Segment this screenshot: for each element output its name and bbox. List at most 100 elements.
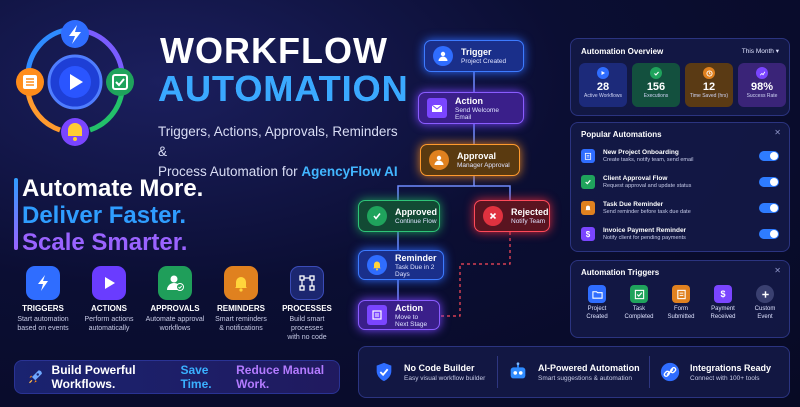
node-title: Action (455, 95, 483, 106)
plus-icon (756, 285, 774, 303)
toggle-task-due[interactable] (759, 203, 779, 213)
period-value: This Month (741, 48, 774, 55)
check-icon (650, 67, 662, 79)
check-square-icon (581, 175, 595, 189)
close-icon[interactable]: ✕ (774, 128, 781, 137)
popular-automations-panel: Popular Automations ✕ New Project Onboar… (570, 122, 790, 252)
category-desc-line1: Automate approval (145, 316, 205, 323)
category-desc-line2: with no code (287, 334, 327, 341)
brand-name: AgencyFlow AI (301, 164, 398, 179)
trigger-label-line2: Created (586, 313, 608, 320)
stat-label: Time Saved (hrs) (689, 93, 729, 99)
user-icon (429, 150, 449, 170)
category-desc-line1: Perform actions (84, 316, 134, 323)
category-title: PROCESSES (282, 304, 332, 313)
stat-success-rate: 98% Success Rate (738, 63, 786, 107)
automation-title: Task Due Reminder (603, 201, 664, 208)
subtitle-line1: Triggers, Actions, Approvals, Reminders … (158, 124, 398, 159)
category-desc-line2: automatically (88, 325, 130, 332)
node-title: Trigger (461, 47, 492, 57)
hero-automation-illustration (10, 12, 140, 152)
stat-time-saved: 12 Time Saved (hrs) (685, 63, 733, 107)
category-desc-line1: Smart reminders (215, 316, 267, 323)
triggers-title: Automation Triggers (581, 268, 660, 277)
link-icon (658, 360, 682, 384)
stat-value: 98% (750, 81, 774, 93)
period-select[interactable]: This Month ▾ (742, 47, 779, 55)
robot-icon (506, 360, 530, 384)
stat-label: Active Workflows (584, 93, 622, 99)
check-icon (367, 206, 387, 226)
trigger-label-line1: Custom (754, 306, 776, 312)
automation-desc: Send reminder before task due date (603, 209, 691, 215)
stat-label: Success Rate (746, 93, 778, 99)
category-processes: PROCESSES Build smart processes with no c… (274, 266, 340, 346)
stage-icon (367, 305, 387, 325)
node-subtitle: Manager Approval (457, 162, 510, 169)
trigger-label-line1: Form (674, 306, 688, 312)
tagline-2: Deliver Faster. (22, 202, 187, 229)
category-desc: Perform actions automatically (76, 315, 142, 333)
category-desc: Automate approval workflows (142, 315, 208, 333)
subtitle-line2: Process Automation for AgencyFlow AI (158, 162, 398, 182)
toggle-client-approval[interactable] (759, 177, 779, 187)
overview-panel: Automation Overview This Month ▾ 28 Acti… (570, 38, 790, 116)
node-subtitle: Move to Next Stage (395, 313, 428, 328)
node-title: Action (395, 302, 423, 313)
node-subtitle: Continue Flow (395, 218, 437, 225)
node-subtitle: Task Due in 2 Days (395, 263, 435, 278)
stat-active-workflows: 28 Active Workflows (579, 63, 627, 107)
clipboard-icon (581, 149, 595, 163)
close-icon[interactable]: ✕ (774, 266, 781, 275)
category-desc: Smart reminders & notifications (208, 315, 274, 333)
bell-icon (224, 266, 258, 300)
process-icon (290, 266, 324, 300)
automation-title: Invoice Payment Reminder (603, 227, 687, 234)
category-desc: Build smart processes with no code (274, 315, 340, 342)
node-title: Reminder (395, 252, 437, 263)
popular-title: Popular Automations (581, 130, 662, 139)
page-title-line1: WORKFLOW (160, 30, 388, 71)
feature-title: AI-Powered Automation (538, 362, 640, 373)
category-desc-line1: Build smart processes (289, 316, 325, 332)
stat-value: 28 (596, 81, 610, 93)
toggle-onboarding[interactable] (759, 151, 779, 161)
automation-title: New Project Onboarding (603, 149, 679, 156)
bell-icon (581, 201, 595, 215)
tagline-accent-bar (14, 178, 18, 250)
category-desc-line2: & notifications (219, 325, 263, 332)
lightning-icon (26, 266, 60, 300)
play-icon (92, 266, 126, 300)
category-desc-line2: workflows (159, 325, 191, 332)
node-subtitle: Project Created (461, 58, 507, 65)
toggle-invoice[interactable] (759, 229, 779, 239)
node-title: Approval (457, 151, 497, 161)
clock-icon (703, 67, 715, 79)
form-icon (672, 285, 690, 303)
stat-value: 156 (646, 81, 666, 93)
promo-banner: Build Powerful Workflows. Save Time. Red… (14, 360, 340, 394)
